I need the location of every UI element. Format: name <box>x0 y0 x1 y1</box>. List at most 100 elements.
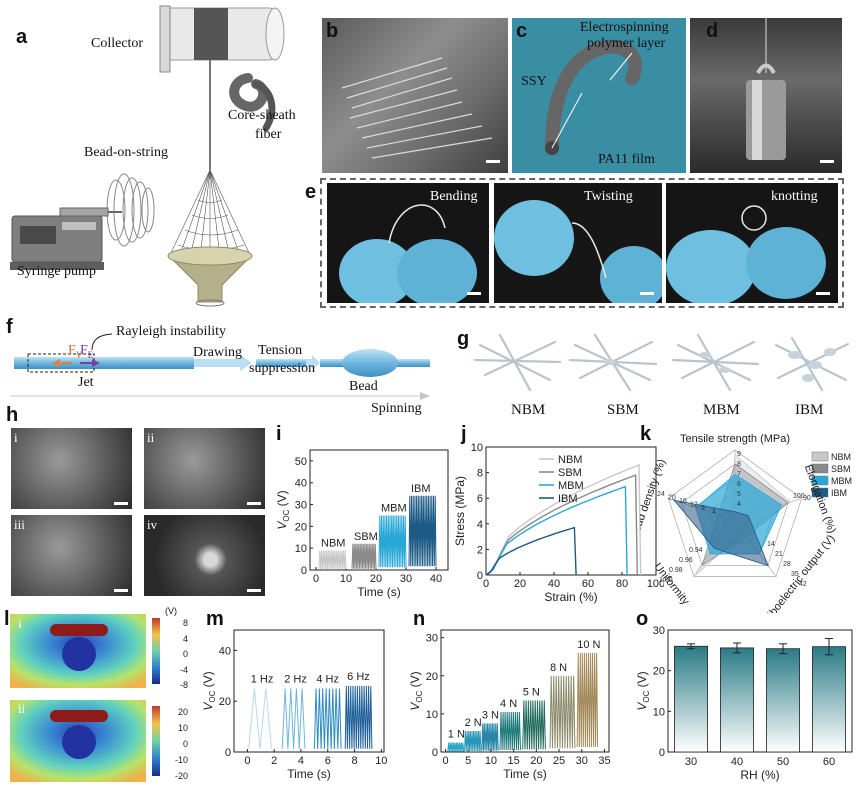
y-tick-label: 0 <box>432 747 438 759</box>
x-tick-label: 30 <box>576 755 588 767</box>
sem-label-iii: iii <box>14 517 25 532</box>
fiber-label: fiber <box>255 127 282 142</box>
bar-rh-50 <box>766 648 800 753</box>
radar-tick-label: 24 <box>657 491 665 498</box>
scale-bar <box>247 589 261 592</box>
legend-label: SBM <box>831 464 851 474</box>
radar-axis-label: Tensile strength (MPa) <box>680 433 790 445</box>
core-sheath-label: Core-sheath <box>228 108 296 123</box>
y-tick-label: 6 <box>477 493 483 505</box>
y-tick-label: 0 <box>225 747 231 759</box>
glove-hands-illustration <box>494 200 662 303</box>
y-tick-label: 30 <box>426 633 438 645</box>
y-tick-label: 0 <box>659 747 665 759</box>
colorbar-tick: 0 <box>182 739 188 749</box>
legend-label: MBM <box>831 476 852 486</box>
x-tick-label: 0 <box>244 755 250 767</box>
voc-series-10n <box>576 652 599 748</box>
scale-bar <box>640 292 654 295</box>
radar-tick-label: 14 <box>767 541 775 548</box>
series-label: 2 N <box>465 717 482 729</box>
radar-tick-label: 1.00 <box>659 577 673 584</box>
radar-tick-label: 4 <box>737 501 741 508</box>
radar-tick-label: 100 <box>793 493 805 500</box>
colorbar-tick: 0 <box>182 649 188 659</box>
radar-tick-label: 90 <box>803 495 811 502</box>
panel-label-l: l <box>4 608 10 630</box>
fe-text: F <box>80 343 88 358</box>
panel-label-c: c <box>516 20 528 42</box>
x-tick-label: 50 <box>777 756 789 768</box>
x-tick-label: 40 <box>731 756 743 768</box>
radar-tick-label: 9 <box>737 451 741 458</box>
x-tick-label: 20 <box>530 755 542 767</box>
colorbar-tick: 8 <box>182 618 188 628</box>
syringe-pump-label: Syringe pump <box>17 264 96 279</box>
radar-tick-label: 35 <box>791 571 799 578</box>
y-tick-label: 10 <box>426 709 438 721</box>
sem-label-i: i <box>14 430 18 445</box>
x-tick-label: 20 <box>514 578 526 590</box>
series-label: 1 N <box>448 728 465 740</box>
ssy-label: SSY <box>521 74 547 89</box>
radar-tick-label: 20 <box>668 495 676 502</box>
x-tick-label: 35 <box>598 755 610 767</box>
x-tick-label: 100 <box>647 578 664 590</box>
stress-curve-nbm <box>485 463 642 576</box>
radar-tick-label: 42 <box>799 581 807 588</box>
x-tick-label: 30 <box>685 756 697 768</box>
y-tick-label: 30 <box>295 500 307 512</box>
legend-swatch <box>811 475 829 486</box>
spinning-label: Spinning <box>371 401 422 416</box>
voc-series-5n <box>522 700 546 750</box>
legend-label: NBM <box>831 452 851 462</box>
voc-series-3n <box>481 723 499 751</box>
panel-label-e: e <box>305 181 317 203</box>
panel-label-a: a <box>16 26 28 48</box>
sem-image-h-ii <box>144 428 265 509</box>
y-tick-label: 10 <box>471 442 483 454</box>
voc-series-4hz <box>313 688 342 749</box>
glove-hands-illustration <box>339 204 477 303</box>
bead-label: Bead <box>349 379 378 394</box>
voc-series-nbm <box>318 550 347 570</box>
simulation-label-ii: ii <box>18 701 26 716</box>
y-tick-label: 8 <box>477 468 483 480</box>
bending-photo <box>327 183 489 303</box>
rayleigh-instability-label: Rayleigh instability <box>116 324 227 339</box>
legend-swatch <box>811 487 829 498</box>
series-label: 3 N <box>482 709 499 721</box>
panel-label-i: i <box>276 423 282 445</box>
series-label-ibm: IBM <box>411 483 431 495</box>
legend-label: MBM <box>558 480 584 492</box>
sem-image-h-i <box>11 428 132 509</box>
x-tick-label: 40 <box>430 573 442 585</box>
voc-series-1n <box>447 742 465 752</box>
x-tick-label: 15 <box>508 755 520 767</box>
legend-label: NBM <box>558 454 582 466</box>
collector-label: Collector <box>91 36 144 51</box>
y-tick-label: 30 <box>653 625 665 637</box>
glove-hands-illustration <box>666 205 826 303</box>
y-tick-label: 0 <box>477 570 483 582</box>
y-tick-label: 20 <box>426 671 438 683</box>
stress-curve-sbm <box>485 474 638 576</box>
sem-label-ii: ii <box>147 430 155 445</box>
voc-series-2hz <box>281 688 306 749</box>
series-label: 4 N <box>500 698 517 710</box>
x-tick-label: 30 <box>400 573 412 585</box>
radar-tick-label: 8 <box>737 461 741 468</box>
y-tick-label: 20 <box>653 666 665 678</box>
plot-frame <box>309 449 449 571</box>
y-tick-label: 10 <box>653 706 665 718</box>
simulation-label-i: i <box>18 616 22 631</box>
radar-tick-label: 7 <box>737 471 741 478</box>
series-label: 8 N <box>550 662 567 674</box>
scale-bar <box>114 589 128 592</box>
fiber-bundle-illustration <box>341 57 493 159</box>
y-axis-label: VOC (V) <box>408 671 424 710</box>
morphology-label-nbm: NBM <box>511 402 546 418</box>
